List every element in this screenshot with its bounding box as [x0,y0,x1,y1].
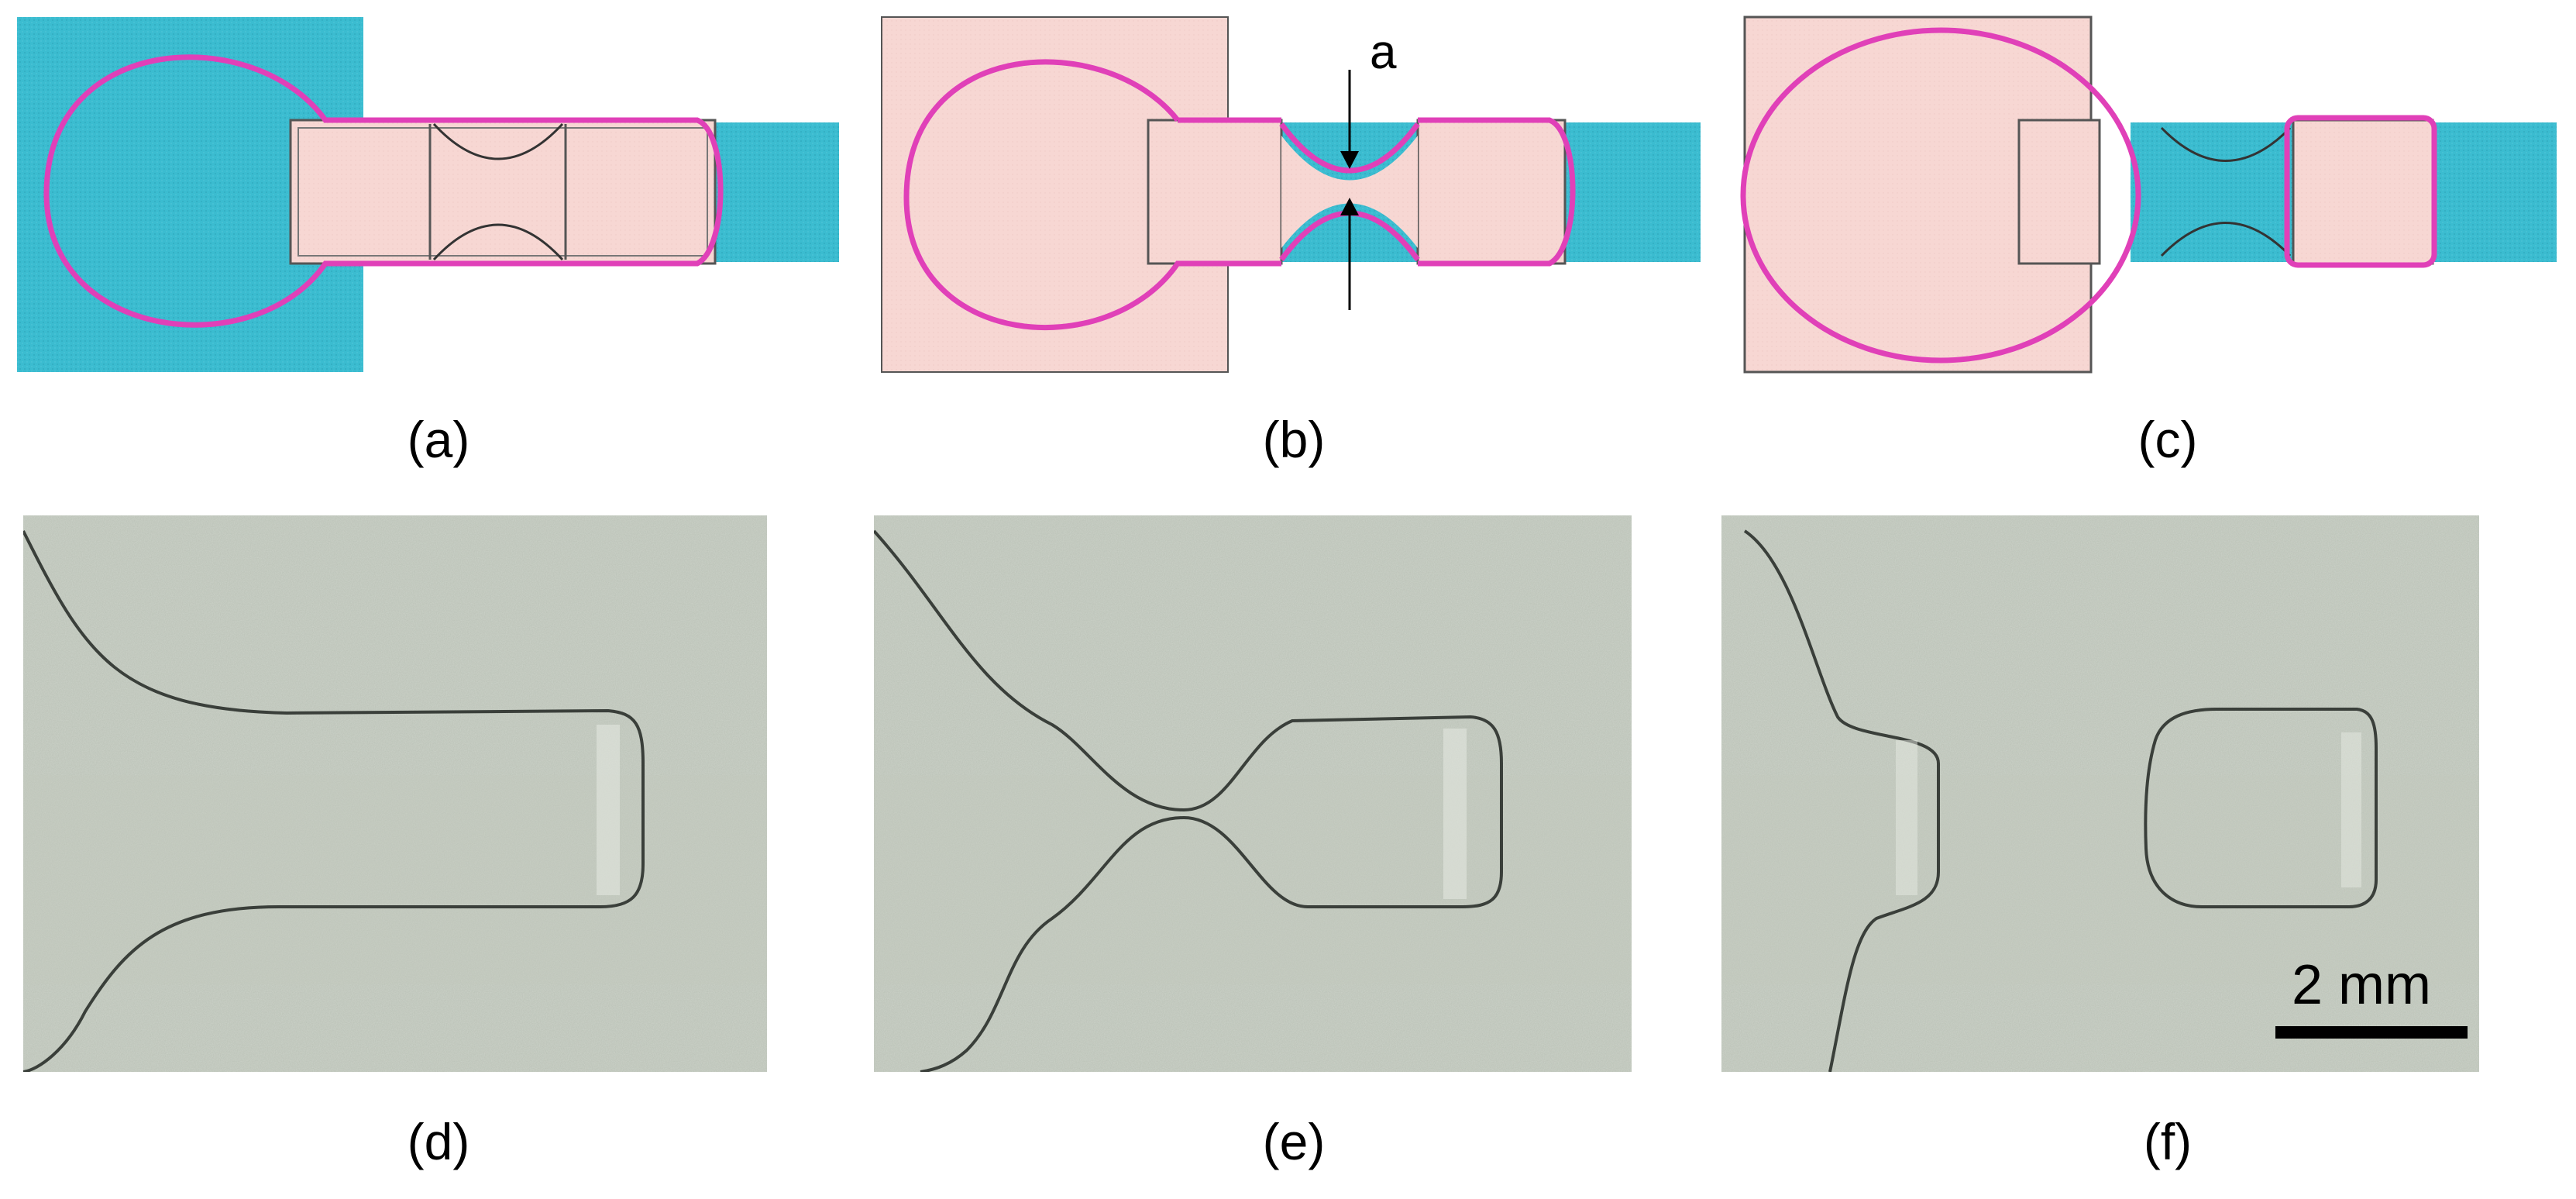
liquid-front [23,530,645,1072]
caption-c: (c) [2137,411,2198,468]
photo-e [874,515,1632,1072]
paper-strip-inner [297,127,708,257]
liquid-front-lower [920,763,1503,1072]
paper-strip-left [1147,119,1283,265]
paper-strip-right [1416,119,1567,265]
caption-f: (f) [2143,1113,2193,1170]
scale-bar [2275,1026,2468,1039]
diagram-a [17,17,839,372]
paper-island [2292,119,2434,265]
paper-strip [289,119,717,265]
dimension-label: a [1370,26,1397,79]
neck-region [1281,136,1418,248]
liquid-front [1743,529,1940,1072]
diagram-b: a [881,16,1701,373]
caption-b: (b) [1262,411,1326,468]
contour-line [43,54,724,328]
island-contour [2284,115,2437,268]
liquid-front-upper [874,529,1503,812]
scale-bar-label: 2 mm [2292,954,2431,1016]
contour-line [1740,27,2141,363]
caption-e: (e) [1262,1113,1326,1170]
contour-line [903,59,1576,330]
photo-f [1721,515,2479,1072]
caption-a: (a) [407,411,470,468]
detached-droplet [2144,708,2378,908]
photo-d [23,515,767,1072]
caption-d: (d) [407,1113,470,1170]
diagram-c [1740,16,2557,374]
paper-strip [2017,119,2101,265]
